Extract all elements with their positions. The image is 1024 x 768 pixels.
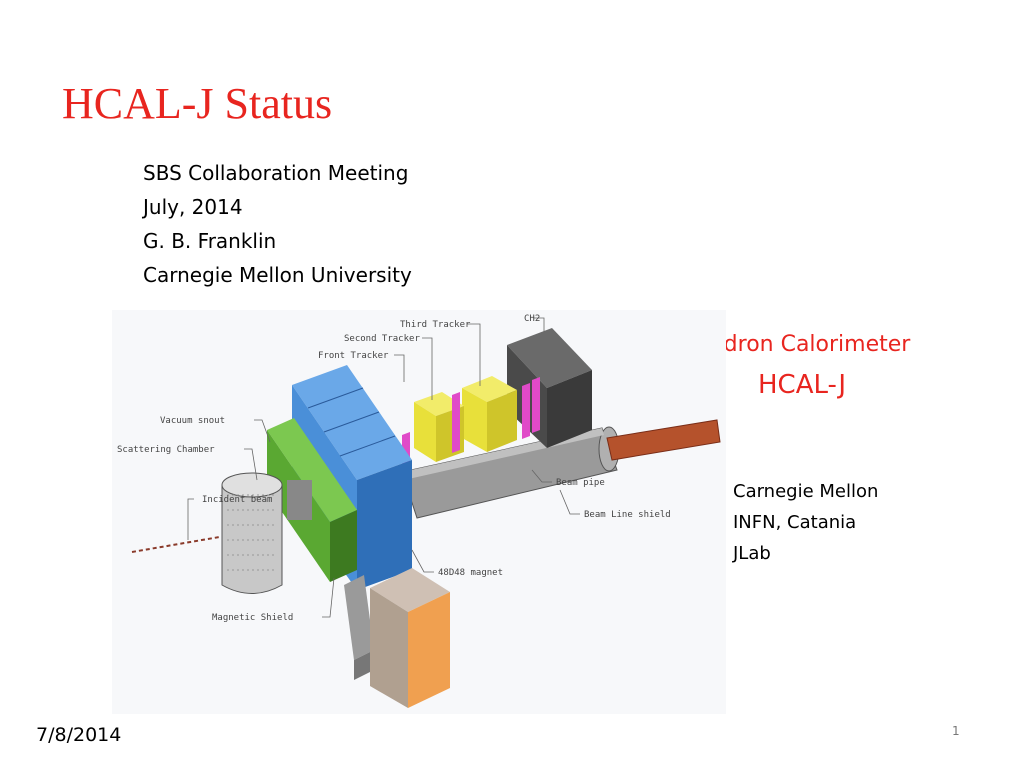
label-ch2: CH2 <box>524 314 540 324</box>
meeting-date: July, 2014 <box>143 195 243 219</box>
label-leaders <box>187 317 580 618</box>
institution-cmu: Carnegie Mellon <box>733 481 879 502</box>
snout-opening <box>287 480 312 520</box>
hcal-label: Hadron Calorimeter HCAL-J <box>640 326 964 406</box>
slide-date: 7/8/2014 <box>36 724 122 746</box>
third-tracker <box>462 376 517 452</box>
label-front-tracker: Front Tracker <box>318 351 389 361</box>
detector-diagram: Third Tracker CH2 Second Tracker Front T… <box>112 310 726 714</box>
hcal-label-line1: Hadron Calorimeter <box>693 332 911 357</box>
label-vacuum-snout: Vacuum snout <box>160 416 225 426</box>
presenter-affiliation: Carnegie Mellon University <box>143 263 412 287</box>
label-scattering-chamber: Scattering Chamber <box>117 445 215 455</box>
label-second-tracker: Second Tracker <box>344 334 420 344</box>
hcal-label-line2: HCAL-J <box>757 370 847 400</box>
presenter-name: G. B. Franklin <box>143 229 277 253</box>
institution-infn: INFN, Catania <box>733 512 857 533</box>
label-beam-pipe: Beam pipe <box>556 478 605 488</box>
page-number: 1 <box>952 724 960 738</box>
institution-list: Carnegie Mellon INFN, Catania JLab <box>733 476 878 569</box>
meeting-info: SBS Collaboration Meeting July, 2014 G. … <box>143 156 412 292</box>
magnetic-shield <box>267 418 357 582</box>
label-beam-line-shield: Beam Line shield <box>584 510 671 520</box>
tan-box <box>370 568 450 708</box>
label-incident-beam: Incident beam <box>202 495 272 505</box>
label-magnet: 48D48 magnet <box>438 568 503 578</box>
meeting-name: SBS Collaboration Meeting <box>143 161 409 185</box>
slide-title: HCAL-J Status <box>62 79 333 128</box>
beam-pipe <box>606 419 721 461</box>
incident-beam-line <box>131 527 273 553</box>
gray-panel <box>344 575 374 680</box>
label-third-tracker: Third Tracker <box>400 320 471 330</box>
scattering-chamber <box>221 472 283 594</box>
institution-jlab: JLab <box>733 543 771 564</box>
label-magnetic-shield: Magnetic Shield <box>212 613 293 623</box>
